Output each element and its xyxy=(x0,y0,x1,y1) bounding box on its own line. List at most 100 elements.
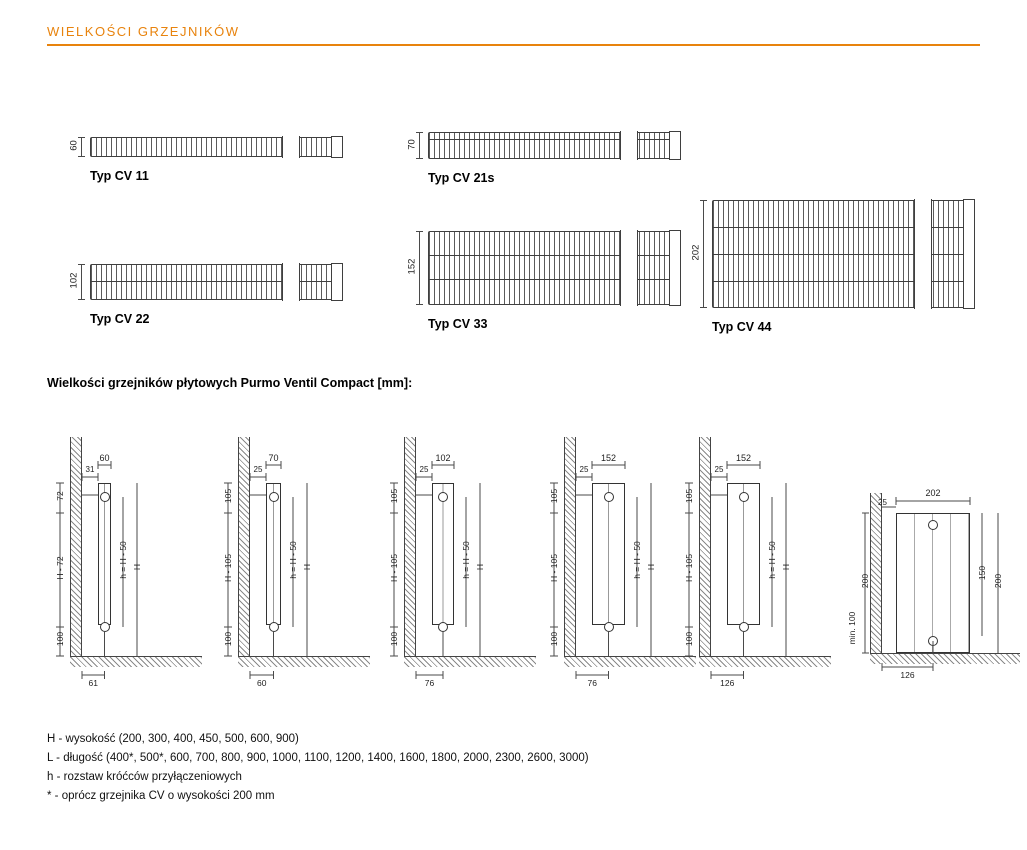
air-vent xyxy=(268,492,279,502)
depth-dim-line xyxy=(700,200,707,308)
air-vent xyxy=(438,492,448,502)
footnote-pipe-spacing: h - rozstaw króćców przyłączeniowych xyxy=(47,771,242,783)
footnotes: H - wysokość (200, 300, 400, 450, 500, 6… xyxy=(47,730,589,806)
dim-depth: 102 xyxy=(435,453,451,463)
page-title: WIELKOŚCI GRZEJNIKÓW xyxy=(47,24,240,39)
radiator-panel xyxy=(98,483,111,625)
radiator-profile xyxy=(90,264,342,300)
type-label: Typ CV 11 xyxy=(90,169,149,183)
dim-wall-gap: 25 xyxy=(714,465,724,474)
radiator-side-view: 102 25 105 H - 105 100 h = H - 50 H 76 xyxy=(386,425,551,695)
wall-hatch xyxy=(870,493,882,653)
radiator-profile xyxy=(428,132,680,159)
dim-bottom-height: 100 xyxy=(55,631,65,647)
dimension-lines-svg xyxy=(862,497,999,671)
cross-section-cv33: 152 Typ CV 33 xyxy=(407,230,681,331)
dim-bottom-offset: 76 xyxy=(424,678,435,688)
cross-section-cv11: 60 Typ CV 11 xyxy=(69,136,343,183)
dim-height-minus: H - 105 xyxy=(549,554,559,582)
valve-connection xyxy=(268,622,279,632)
cross-section-cv21s: 70 Typ CV 21s xyxy=(407,131,681,185)
dimension-lines-svg xyxy=(224,461,308,679)
dim-overall-height: H xyxy=(646,563,656,571)
dimension-lines-svg xyxy=(56,461,138,679)
floor-hatch xyxy=(238,656,370,667)
valve-connection xyxy=(438,622,448,632)
wall-hatch xyxy=(404,437,416,656)
wall-hatch xyxy=(699,437,711,656)
end-cap xyxy=(331,263,343,301)
dim-pipe-spacing: h = H - 50 xyxy=(288,541,298,579)
wall-hatch xyxy=(70,437,82,656)
floor-hatch xyxy=(70,656,202,667)
wall-hatch xyxy=(238,437,250,656)
dim-left-height: 200 xyxy=(860,573,870,589)
type-label: Typ CV 22 xyxy=(90,312,150,326)
footnote-height: H - wysokość (200, 300, 400, 450, 500, 6… xyxy=(47,733,299,745)
wall-hatch xyxy=(564,437,576,656)
dim-height-minus: H - 105 xyxy=(223,554,233,582)
header-rule xyxy=(47,44,980,46)
cross-section-cv22: 102 Typ CV 22 xyxy=(69,263,343,326)
dim-pipe-spacing: h = H - 50 xyxy=(118,541,128,579)
radiator-panel xyxy=(266,483,281,625)
dim-overall-height: H xyxy=(302,563,312,571)
footnote-asterisk: * - oprócz grzejnika CV o wysokości 200 … xyxy=(47,790,275,802)
section-title: Wielkości grzejników płytowych Purmo Ven… xyxy=(47,376,413,390)
dim-height-minus: H - 105 xyxy=(684,554,694,582)
type-label: Typ CV 33 xyxy=(428,317,488,331)
dim-depth: 70 xyxy=(268,453,279,463)
cutaway-break xyxy=(282,263,300,301)
air-vent xyxy=(738,492,749,502)
dim-overall-height: H xyxy=(781,563,791,571)
radiator-side-view: 152 25 105 H - 105 100 h = H - 50 H 76 xyxy=(546,425,711,695)
depth-dim-label: 60 xyxy=(68,140,80,151)
dim-top-offset: 72 xyxy=(55,491,65,501)
dim-right-height: 200 xyxy=(993,573,1003,589)
floor-hatch xyxy=(404,656,536,667)
dim-wall-gap: 25 xyxy=(878,498,887,507)
dim-bottom-height: 100 xyxy=(223,631,233,647)
dim-bottom-height: 100 xyxy=(549,631,559,647)
dim-height-minus: H - 72 xyxy=(55,556,65,580)
dim-pipe-spacing: h = H - 50 xyxy=(461,541,471,579)
cutaway-break xyxy=(282,136,300,158)
radiator-panel xyxy=(592,483,625,625)
dim-depth: 202 xyxy=(925,488,941,498)
end-cap xyxy=(963,199,975,309)
dim-top-offset: 105 xyxy=(549,488,559,504)
end-cap xyxy=(669,230,681,306)
valve-connection xyxy=(99,622,110,632)
dim-wall-gap: 25 xyxy=(419,465,429,474)
depth-dim-label: 102 xyxy=(68,272,80,289)
dimension-lines-svg xyxy=(550,461,652,679)
dimension-lines-svg xyxy=(390,461,481,679)
dim-top-offset: 105 xyxy=(223,488,233,504)
dim-top-offset: 105 xyxy=(684,488,694,504)
radiator-panel xyxy=(432,483,454,625)
type-label: Typ CV 44 xyxy=(712,320,772,334)
corner-detail-view: 202 25 200 min. 100 150 200 126 xyxy=(847,485,1027,685)
footnote-length: L - długość (400*, 500*, 600, 700, 800, … xyxy=(47,752,589,764)
dim-bottom-offset: 60 xyxy=(257,678,267,688)
depth-dim-line xyxy=(78,137,85,157)
dim-overall-height: H xyxy=(475,563,485,571)
floor-hatch xyxy=(870,653,1020,664)
air-vent xyxy=(928,520,938,530)
dim-top-offset: 105 xyxy=(389,488,399,504)
depth-dim-label: 70 xyxy=(406,138,418,150)
dim-bottom-offset: 126 xyxy=(720,678,735,688)
depth-dim-line xyxy=(78,264,85,300)
dim-bottom-height: 100 xyxy=(389,631,399,647)
dim-bottom-offset: 126 xyxy=(900,670,915,680)
depth-dim-line xyxy=(416,132,423,159)
dim-bottom-height: 100 xyxy=(684,631,694,647)
air-vent xyxy=(99,492,110,502)
dim-pipe-spacing: h = H - 50 xyxy=(767,541,777,579)
dim-pipe-spacing: h = H - 50 xyxy=(632,541,642,579)
dim-depth: 152 xyxy=(735,453,752,463)
type-label: Typ CV 21s xyxy=(428,171,495,185)
dim-wall-gap: 31 xyxy=(85,465,95,474)
radiator-side-view: 152 25 105 H - 105 100 h = H - 50 H 126 xyxy=(681,425,846,695)
